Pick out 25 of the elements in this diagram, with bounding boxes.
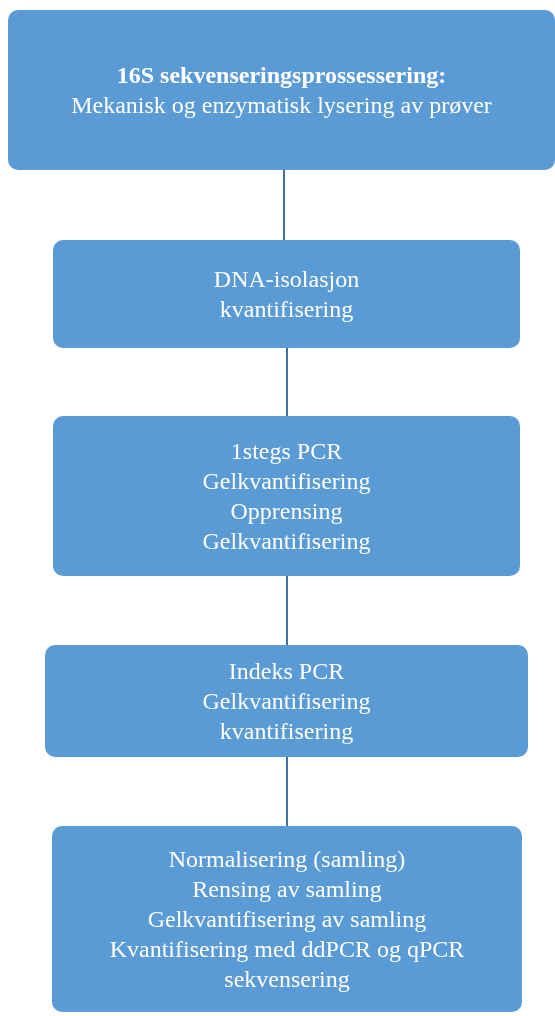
box-text: DNA-isolasjon	[213, 265, 360, 294]
box-heading: 16S sekvenseringsprossessering:	[116, 61, 447, 90]
box-text: Rensing av samling	[192, 875, 382, 904]
box-text: sekvensering	[224, 965, 350, 994]
box-text: Normalisering (samling)	[168, 845, 406, 874]
box-text: Mekanisk og enzymatisk lysering av prøver	[71, 91, 492, 120]
box-text: kvantifisering	[219, 717, 354, 746]
box-text: Gelkvantifisering	[202, 527, 371, 556]
connector-line	[286, 575, 288, 646]
connector-line	[286, 756, 288, 827]
box-text: 1stegs PCR	[230, 437, 343, 466]
box-text: Opprensing	[230, 497, 343, 526]
box-text: Gelkvantifisering av samling	[147, 905, 427, 934]
box-text: kvantifisering	[219, 295, 354, 324]
process-box	[53, 240, 520, 348]
box-text: Gelkvantifisering	[202, 687, 371, 716]
process-box	[45, 645, 528, 757]
process-box	[8, 10, 555, 170]
box-text: Indeks PCR	[228, 657, 345, 686]
process-box	[52, 826, 522, 1012]
box-text: Kvantifisering med ddPCR og qPCR	[109, 935, 465, 964]
connector-line	[283, 169, 285, 241]
connector-line	[286, 347, 288, 417]
process-box	[53, 416, 520, 576]
box-text: Gelkvantifisering	[202, 467, 371, 496]
